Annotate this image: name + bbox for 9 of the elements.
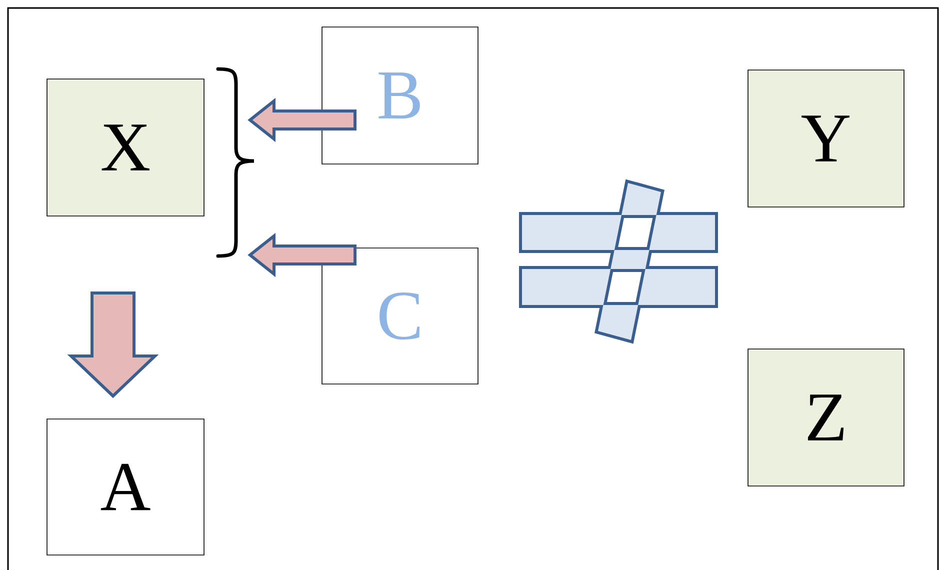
letter-box: B xyxy=(322,26,478,164)
letter-box: X xyxy=(46,78,204,216)
letter-box: Y xyxy=(748,70,904,208)
block-arrow xyxy=(248,232,356,278)
letter-box: A xyxy=(46,418,204,556)
block-arrow xyxy=(67,292,159,398)
letter-box: Z xyxy=(748,348,904,486)
letter-box: C xyxy=(322,248,478,384)
block-arrow xyxy=(248,98,356,142)
